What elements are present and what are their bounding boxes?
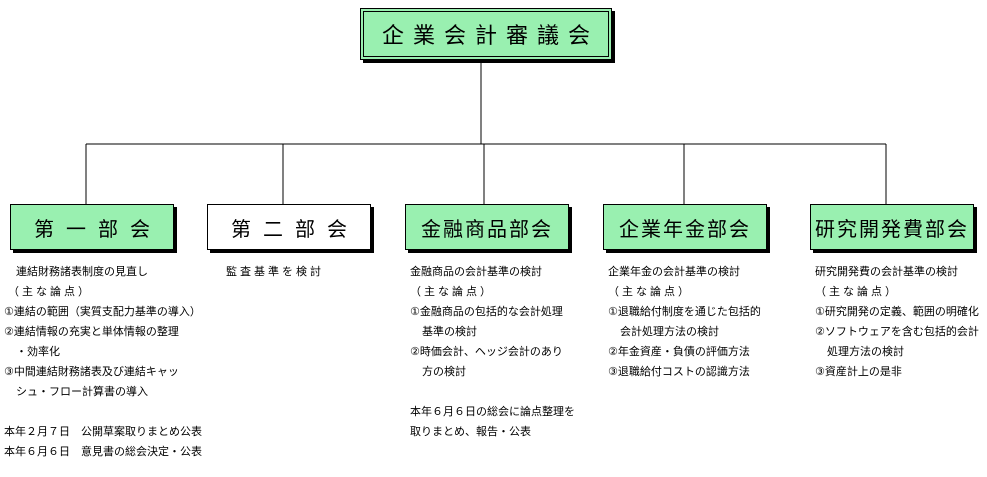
dept-box-5: 研究開発費部会: [810, 204, 974, 250]
dept5-summary: 研究開発費の会計基準の検討: [815, 265, 958, 278]
dept5-point: ②ソフトウェアを含む包括的会計: [815, 325, 979, 338]
dept1-point: シュ・フロー計算書の導入: [16, 385, 148, 398]
council-title: 企業会計審議会: [381, 24, 599, 49]
dept5-point: ①研究開発の定義、範囲の明確化: [815, 305, 979, 318]
council-box: 企業会計審議会: [360, 8, 612, 60]
dept2-description: 監査基準を検討: [226, 262, 324, 282]
dept3-description: 金融商品の会計基準の検討 （主な論点） ①金融商品の包括的な会計処理 基準の検討…: [410, 262, 575, 442]
dept1-points-heading: （主な論点）: [8, 285, 92, 298]
dept1-point: ③中間連結財務諸表及び連結キャッ: [4, 365, 179, 378]
dept4-point: ①退職給付制度を通じた包括的: [608, 305, 761, 318]
dept3-schedule-item: 本年６月６日の総会に論点整理を: [410, 405, 575, 418]
council-box-frame: [363, 11, 609, 57]
dept1-point: ・効率化: [16, 345, 60, 358]
dept-box-2-label: 第二部会: [231, 216, 359, 241]
dept-box-3: 金融商品部会: [405, 204, 569, 250]
dept-box-5-label: 研究開発費部会: [815, 216, 969, 241]
dept4-point: ③退職給付コストの認識方法: [608, 365, 750, 378]
dept1-point: ②連結情報の充実と単体情報の整理: [4, 325, 179, 338]
dept1-point: ①連結の範囲（実質支配力基準の導入）: [4, 305, 201, 318]
dept1-spacer: [4, 402, 202, 422]
dept4-summary: 企業年金の会計基準の検討: [608, 265, 740, 278]
dept3-point: 方の検討: [422, 365, 466, 378]
dept5-point: ③資産計上の是非: [815, 365, 902, 378]
dept3-point: 基準の検討: [422, 325, 477, 338]
dept3-points-heading: （主な論点）: [410, 285, 494, 298]
dept4-points-heading: （主な論点）: [608, 285, 692, 298]
dept5-description: 研究開発費の会計基準の検討 （主な論点） ①研究開発の定義、範囲の明確化 ②ソフ…: [815, 262, 979, 382]
dept-box-3-label: 金融商品部会: [421, 216, 553, 241]
dept-box-4: 企業年金部会: [603, 204, 767, 250]
dept1-schedule-item: 本年２月７日 公開草案取りまとめ公表: [4, 425, 202, 438]
dept2-summary: 監査基準を検討: [226, 265, 324, 278]
dept3-spacer: [410, 382, 575, 402]
dept3-schedule-item: 取りまとめ、報告・公表: [410, 425, 531, 438]
dept3-point: ①金融商品の包括的な会計処理: [410, 305, 563, 318]
dept1-summary: 連結財務諸表制度の見直し: [16, 265, 148, 278]
dept5-points-heading: （主な論点）: [815, 285, 899, 298]
dept1-description: 連結財務諸表制度の見直し （主な論点） ①連結の範囲（実質支配力基準の導入） ②…: [4, 262, 202, 462]
dept5-point: 処理方法の検討: [827, 345, 904, 358]
dept3-summary: 金融商品の会計基準の検討: [410, 265, 542, 278]
dept1-schedule-item: 本年６月６日 意見書の総会決定・公表: [4, 445, 202, 458]
dept-box-1: 第一部会: [10, 204, 174, 250]
dept3-point: ②時価会計、ヘッジ会計のあり: [410, 345, 563, 358]
dept4-description: 企業年金の会計基準の検討 （主な論点） ①退職給付制度を通じた包括的 会計処理方…: [608, 262, 761, 382]
dept-box-1-label: 第一部会: [34, 216, 162, 241]
dept4-point: ②年金資産・負債の評価方法: [608, 345, 750, 358]
dept4-point: 会計処理方法の検討: [620, 325, 719, 338]
dept-box-2: 第二部会: [207, 204, 371, 250]
dept-box-4-label: 企業年金部会: [619, 216, 751, 241]
